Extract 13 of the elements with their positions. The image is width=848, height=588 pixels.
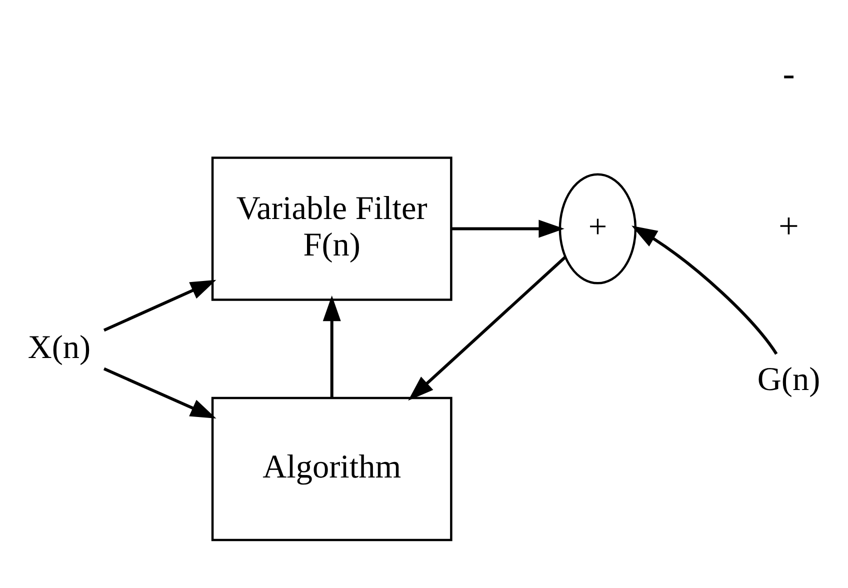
node-ellipse: +	[558, 172, 637, 284]
node-box: Algorithm	[211, 396, 452, 541]
arrow	[322, 294, 341, 398]
node-text: G(n)	[757, 360, 820, 398]
arrow	[408, 256, 566, 400]
node-label: -	[782, 53, 795, 94]
arrow	[103, 366, 216, 418]
node-box: Variable Filter F(n)	[211, 156, 452, 300]
arrow	[451, 219, 564, 238]
node-label: +	[778, 206, 800, 246]
arrow	[632, 225, 778, 354]
node-text: X(n)	[28, 328, 91, 366]
arrow	[103, 279, 216, 332]
